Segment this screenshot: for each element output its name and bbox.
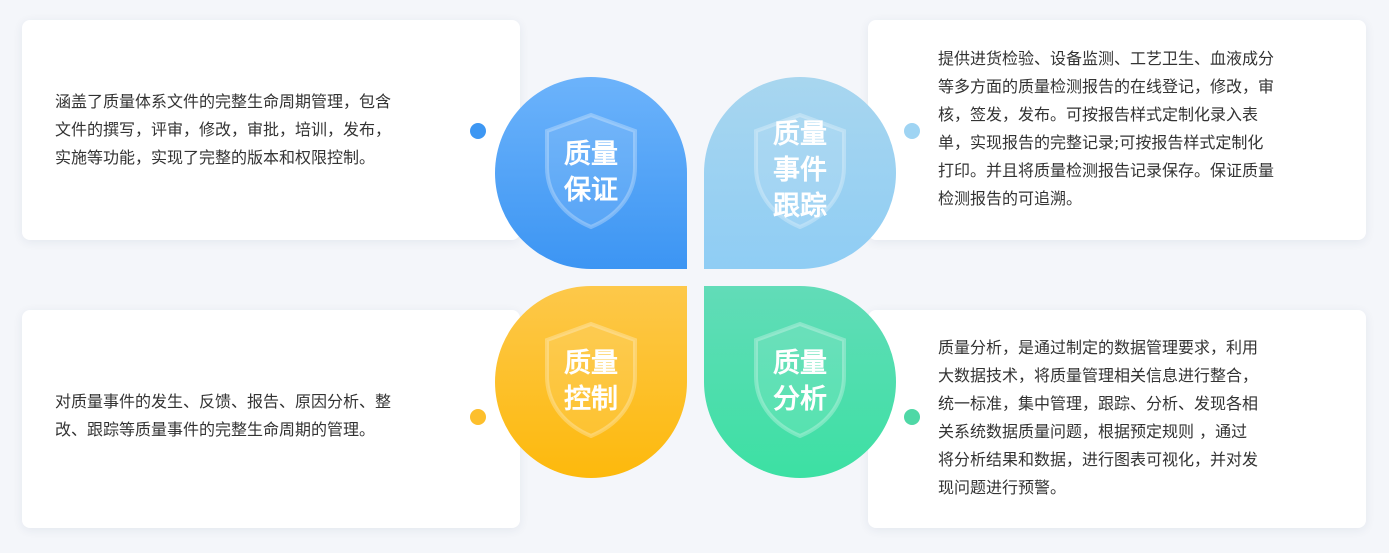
quality-event-tracking-card: 提供进货检验、设备监测、工艺卫生、血液成分 等多方面的质量检测报告的在线登记，修… <box>868 20 1366 240</box>
quality-analysis-title: 质量 分析 <box>773 348 827 415</box>
quality-analysis-card: 质量分析，是通过制定的数据管理要求，利用 大数据技术，将质量管理相关信息进行整合… <box>868 310 1366 528</box>
quality-assurance-card: 涵盖了质量体系文件的完整生命周期管理，包含 文件的撰写，评审，修改，审批，培训，… <box>22 20 520 240</box>
quality-event-tracking-description: 提供进货检验、设备监测、工艺卫生、血液成分 等多方面的质量检测报告的在线登记，修… <box>938 49 1275 208</box>
quality-assurance-title: 质量 保证 <box>564 139 618 206</box>
quality-assurance-description: 涵盖了质量体系文件的完整生命周期管理，包含 文件的撰写，评审，修改，审批，培训，… <box>55 92 392 167</box>
shield-icon <box>754 112 846 230</box>
connector-dot-icon <box>904 409 920 425</box>
connector-dot-icon <box>470 123 486 139</box>
quality-control-card: 对质量事件的发生、反馈、报告、原因分析、整 改、跟踪等质量事件的完整生命周期的管… <box>22 310 520 528</box>
quality-control-description: 对质量事件的发生、反馈、报告、原因分析、整 改、跟踪等质量事件的完整生命周期的管… <box>55 392 392 439</box>
quality-analysis-petal: 质量 分析 <box>704 286 896 478</box>
quality-assurance-petal: 质量 保证 <box>495 77 687 269</box>
shield-icon <box>545 112 637 230</box>
quality-control-petal: 质量 控制 <box>495 286 687 478</box>
shield-icon <box>545 321 637 439</box>
quality-control-title: 质量 控制 <box>564 348 618 415</box>
quality-event-tracking-petal: 质量 事件 跟踪 <box>704 77 896 269</box>
quality-analysis-description: 质量分析，是通过制定的数据管理要求，利用 大数据技术，将质量管理相关信息进行整合… <box>938 338 1259 497</box>
connector-dot-icon <box>904 123 920 139</box>
connector-dot-icon <box>470 409 486 425</box>
quality-event-tracking-title: 质量 事件 跟踪 <box>773 119 827 222</box>
shield-icon <box>754 321 846 439</box>
